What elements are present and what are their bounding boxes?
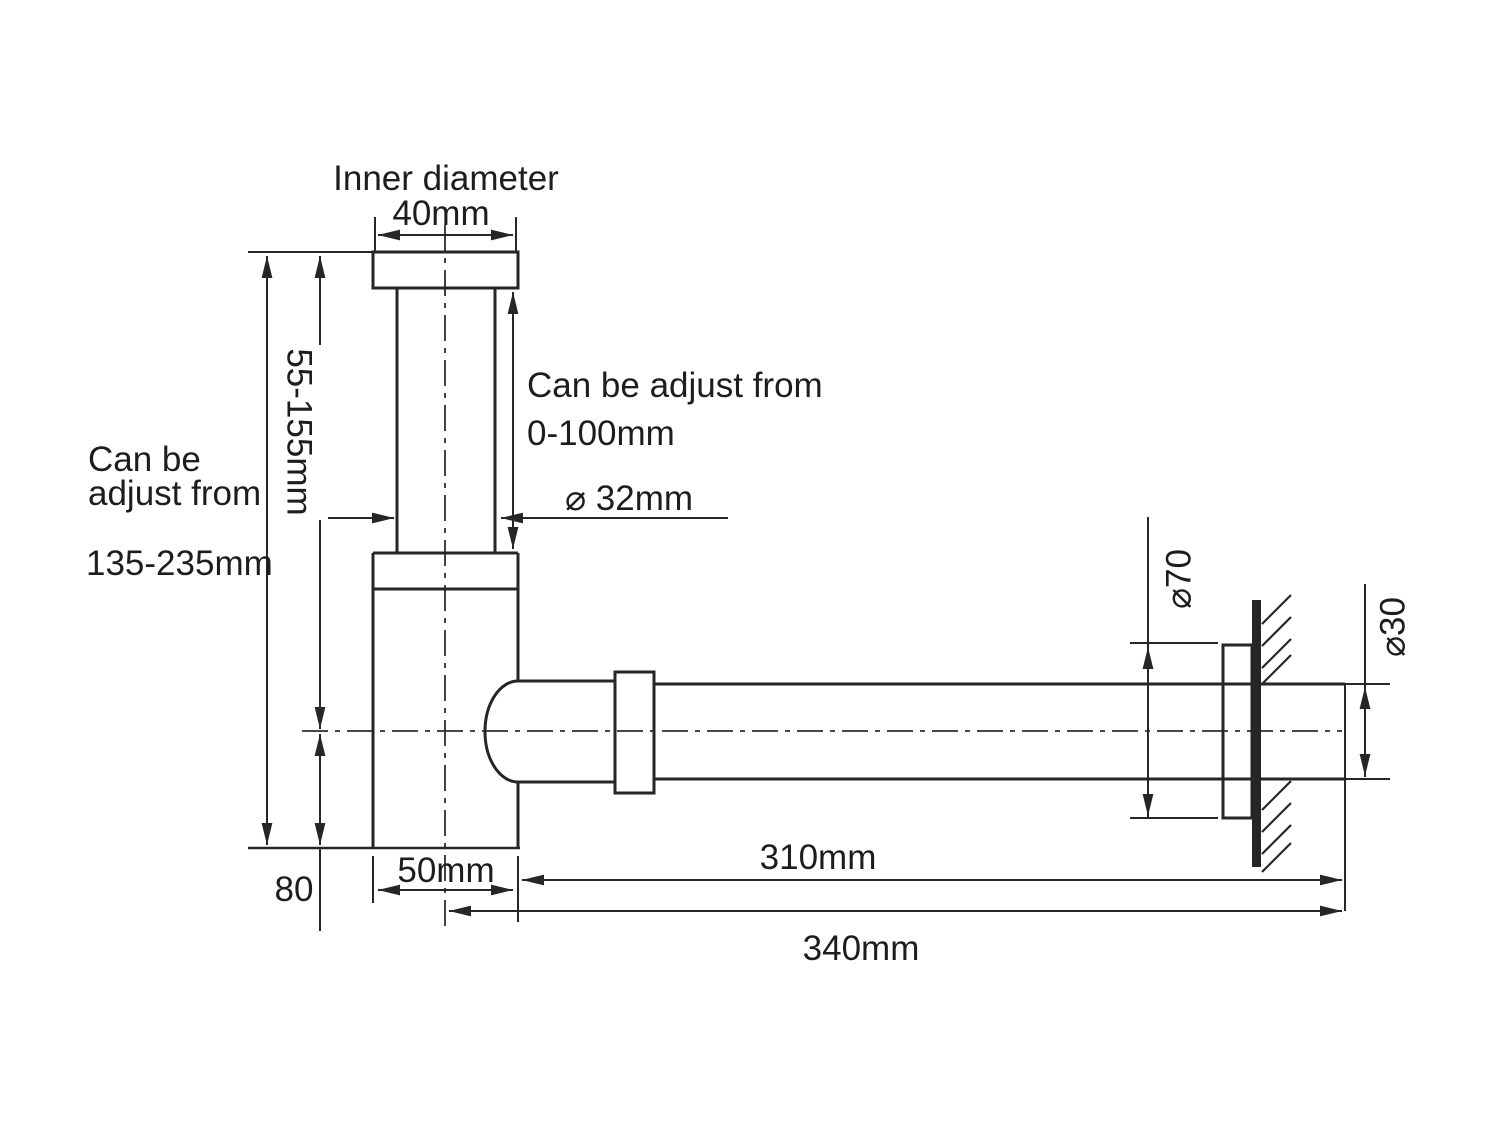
inner-diameter-value-label: 40mm [392,194,489,233]
inner-diameter-title-label: Inner diameter [333,159,559,198]
flange-diameter-label: ⌀70 [1160,549,1199,609]
overall-length-label: 340mm [803,929,920,968]
wall-hatching-lower [1261,780,1292,873]
right-note-line1-label: Can be adjust from [527,366,823,405]
tube-diameter-label: ⌀ 32mm [565,479,693,518]
wall-hatching-upper [1261,594,1292,685]
outlet-dome-cap [483,679,519,784]
left-note-value-label: 135-235mm [86,544,273,583]
tailpipe-range-label: 55-155mm [280,348,319,515]
outlet-diameter-label: ⌀30 [1374,597,1413,657]
left-note-line2-label: adjust from [88,474,261,513]
right-note-value-label: 0-100mm [527,414,675,453]
body-depth-label: 80 [275,870,314,909]
outlet-length-label: 310mm [760,838,877,877]
outlet-nut-outline [613,670,656,795]
body-width-label: 50mm [397,851,494,890]
left-note-line1-label: Can be [88,440,201,479]
wall-section-bar [1252,600,1261,867]
